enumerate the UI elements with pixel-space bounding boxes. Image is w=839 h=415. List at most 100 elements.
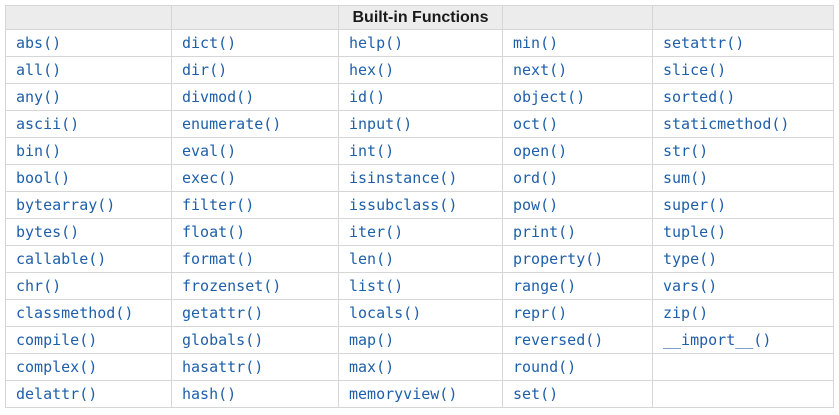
function-link[interactable]: round() bbox=[513, 358, 577, 376]
function-link[interactable]: bin() bbox=[16, 142, 62, 160]
function-link[interactable]: all() bbox=[16, 61, 62, 79]
function-link[interactable]: __import__() bbox=[663, 331, 772, 349]
table-cell: ascii() bbox=[5, 110, 172, 138]
function-link[interactable]: pow() bbox=[513, 196, 559, 214]
function-link[interactable]: repr() bbox=[513, 304, 568, 322]
function-link[interactable]: sorted() bbox=[663, 88, 736, 106]
function-link[interactable]: next() bbox=[513, 61, 568, 79]
function-link[interactable]: set() bbox=[513, 385, 559, 403]
function-link[interactable]: int() bbox=[349, 142, 395, 160]
function-link[interactable]: range() bbox=[513, 277, 577, 295]
table-cell: memoryview() bbox=[338, 380, 503, 408]
function-link[interactable]: getattr() bbox=[182, 304, 264, 322]
function-link[interactable]: exec() bbox=[182, 169, 237, 187]
table-cell: compile() bbox=[5, 326, 172, 354]
function-link[interactable]: float() bbox=[182, 223, 246, 241]
function-link[interactable]: isinstance() bbox=[349, 169, 458, 187]
function-link[interactable]: hasattr() bbox=[182, 358, 264, 376]
function-link[interactable]: chr() bbox=[16, 277, 62, 295]
function-link[interactable]: dict() bbox=[182, 34, 237, 52]
function-link[interactable]: staticmethod() bbox=[663, 115, 790, 133]
table-cell: all() bbox=[5, 56, 172, 84]
function-link[interactable]: format() bbox=[182, 250, 255, 268]
function-link[interactable]: property() bbox=[513, 250, 604, 268]
function-link[interactable]: compile() bbox=[16, 331, 98, 349]
function-link[interactable]: map() bbox=[349, 331, 395, 349]
function-link[interactable]: len() bbox=[349, 250, 395, 268]
function-link[interactable]: oct() bbox=[513, 115, 559, 133]
function-link[interactable]: object() bbox=[513, 88, 586, 106]
function-link[interactable]: frozenset() bbox=[182, 277, 282, 295]
function-link[interactable]: type() bbox=[663, 250, 718, 268]
table-cell: issubclass() bbox=[338, 191, 503, 219]
table-cell: bool() bbox=[5, 164, 172, 192]
header-cell-empty-4 bbox=[652, 5, 834, 30]
function-link[interactable]: open() bbox=[513, 142, 568, 160]
function-link[interactable]: list() bbox=[349, 277, 404, 295]
function-link[interactable]: ascii() bbox=[16, 115, 80, 133]
function-link[interactable]: zip() bbox=[663, 304, 709, 322]
function-link[interactable]: ord() bbox=[513, 169, 559, 187]
table-cell: enumerate() bbox=[171, 110, 339, 138]
function-link[interactable]: input() bbox=[349, 115, 413, 133]
function-link[interactable]: super() bbox=[663, 196, 727, 214]
table-cell: callable() bbox=[5, 245, 172, 273]
function-link[interactable]: print() bbox=[513, 223, 577, 241]
table-cell: oct() bbox=[502, 110, 653, 138]
function-link[interactable]: divmod() bbox=[182, 88, 255, 106]
header-cell-empty-1 bbox=[5, 5, 172, 30]
function-link[interactable]: id() bbox=[349, 88, 386, 106]
table-title: Built-in Functions bbox=[338, 5, 503, 30]
table-cell: hex() bbox=[338, 56, 503, 84]
table-cell: ord() bbox=[502, 164, 653, 192]
table-cell: next() bbox=[502, 56, 653, 84]
table-cell bbox=[652, 353, 834, 381]
function-link[interactable]: callable() bbox=[16, 250, 107, 268]
function-link[interactable]: classmethod() bbox=[16, 304, 134, 322]
table-cell: isinstance() bbox=[338, 164, 503, 192]
table-row: any() divmod() id() object() sorted() bbox=[5, 83, 834, 111]
function-link[interactable]: dir() bbox=[182, 61, 228, 79]
function-link[interactable]: bytes() bbox=[16, 223, 80, 241]
table-cell: hasattr() bbox=[171, 353, 339, 381]
table-cell: bytes() bbox=[5, 218, 172, 246]
table-cell: repr() bbox=[502, 299, 653, 327]
function-link[interactable]: hash() bbox=[182, 385, 237, 403]
function-link[interactable]: str() bbox=[663, 142, 709, 160]
table-cell: chr() bbox=[5, 272, 172, 300]
function-link[interactable]: sum() bbox=[663, 169, 709, 187]
function-link[interactable]: enumerate() bbox=[182, 115, 282, 133]
function-link[interactable]: complex() bbox=[16, 358, 98, 376]
function-link[interactable]: eval() bbox=[182, 142, 237, 160]
table-cell: set() bbox=[502, 380, 653, 408]
table-cell: len() bbox=[338, 245, 503, 273]
function-link[interactable]: filter() bbox=[182, 196, 255, 214]
function-link[interactable]: slice() bbox=[663, 61, 727, 79]
function-link[interactable]: iter() bbox=[349, 223, 404, 241]
function-link[interactable]: memoryview() bbox=[349, 385, 458, 403]
function-link[interactable]: globals() bbox=[182, 331, 264, 349]
table-row: callable() format() len() property() type() bbox=[5, 245, 834, 273]
header-cell-empty-3 bbox=[502, 5, 653, 30]
function-link[interactable]: bool() bbox=[16, 169, 71, 187]
function-link[interactable]: abs() bbox=[16, 34, 62, 52]
table-cell: property() bbox=[502, 245, 653, 273]
table-row: complex() hasattr() max() round() bbox=[5, 353, 834, 381]
function-link[interactable]: setattr() bbox=[663, 34, 745, 52]
function-link[interactable]: locals() bbox=[349, 304, 422, 322]
function-link[interactable]: reversed() bbox=[513, 331, 604, 349]
table-cell: dict() bbox=[171, 29, 339, 57]
function-link[interactable]: max() bbox=[349, 358, 395, 376]
function-link[interactable]: hex() bbox=[349, 61, 395, 79]
table-cell: input() bbox=[338, 110, 503, 138]
function-link[interactable]: min() bbox=[513, 34, 559, 52]
table-cell: abs() bbox=[5, 29, 172, 57]
function-link[interactable]: any() bbox=[16, 88, 62, 106]
function-link[interactable]: help() bbox=[349, 34, 404, 52]
function-link[interactable]: vars() bbox=[663, 277, 718, 295]
table-cell: int() bbox=[338, 137, 503, 165]
function-link[interactable]: issubclass() bbox=[349, 196, 458, 214]
function-link[interactable]: tuple() bbox=[663, 223, 727, 241]
function-link[interactable]: bytearray() bbox=[16, 196, 116, 214]
function-link[interactable]: delattr() bbox=[16, 385, 98, 403]
